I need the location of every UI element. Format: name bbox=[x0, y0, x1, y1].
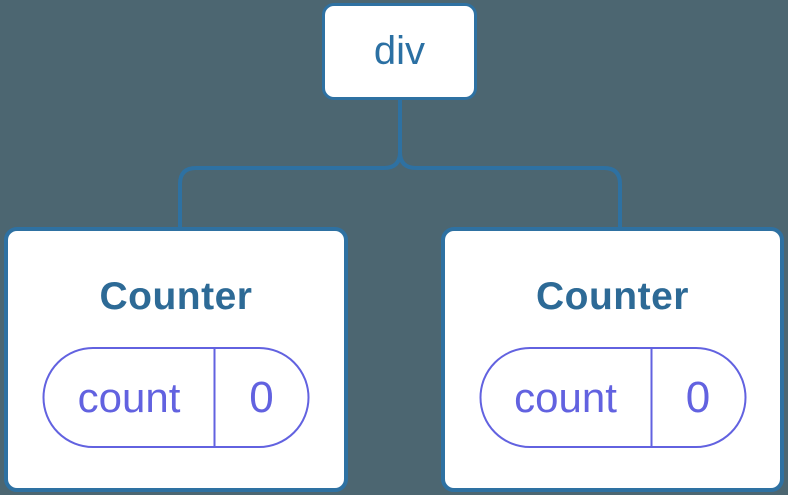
root-node-label: div bbox=[373, 29, 426, 73]
state-key-label: count bbox=[481, 349, 653, 446]
component-title: Counter bbox=[536, 275, 689, 318]
counter-card-right: Counter count 0 bbox=[441, 227, 784, 492]
state-value: 0 bbox=[685, 372, 711, 422]
state-key-label: count bbox=[45, 349, 216, 446]
connector-right-branch bbox=[398, 98, 622, 229]
state-pill: count 0 bbox=[42, 347, 310, 448]
counter-card-left: Counter count 0 bbox=[4, 227, 348, 492]
connector-left-branch bbox=[178, 98, 402, 229]
component-title: Counter bbox=[99, 275, 253, 318]
state-value: 0 bbox=[249, 372, 274, 422]
state-pill: count 0 bbox=[479, 347, 746, 448]
root-node: div bbox=[322, 3, 477, 100]
